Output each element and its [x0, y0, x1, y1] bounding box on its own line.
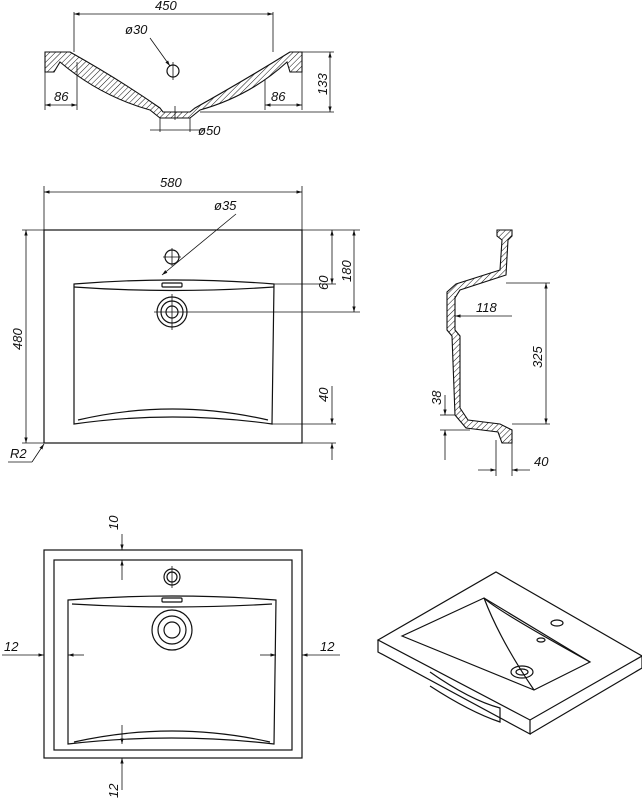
dim-450-label: 450 — [155, 0, 177, 13]
dim-480-label: 480 — [10, 328, 25, 350]
dim-133-label: 133 — [315, 73, 330, 95]
dim-180-label: 180 — [339, 260, 354, 282]
dim-38-label: 38 — [429, 390, 444, 405]
bottom-drain — [151, 609, 193, 651]
bottom-bowl — [67, 595, 277, 745]
dim-60-label: 60 — [316, 275, 331, 290]
dim-10-label: 10 — [106, 515, 121, 530]
front-section-view: 450 ø30 133 86 86 ø50 — [44, 0, 334, 138]
side-section-view: 118 325 38 40 — [429, 229, 550, 476]
dim-86-left-label: 86 — [54, 89, 69, 104]
bottom-inner-border — [53, 559, 293, 751]
dim-12-bottom-label: 12 — [106, 783, 121, 798]
dim-drain-label: ø50 — [198, 123, 221, 138]
bottom-plan-view: 10 12 12 12 — [2, 515, 340, 798]
bottom-outer-slab — [43, 549, 303, 759]
dim-40-label: 40 — [316, 387, 331, 402]
dim-hole-plan-label: ø35 — [214, 198, 237, 213]
basin-section — [44, 51, 303, 119]
dim-12-left-label: 12 — [4, 639, 19, 654]
plan-view: 580 ø35 480 180 60 — [8, 175, 360, 463]
dim-radius-label: R2 — [10, 446, 27, 461]
side-section-shape — [446, 229, 513, 444]
isometric-view — [376, 571, 642, 736]
dim-side-40-label: 40 — [534, 454, 549, 469]
dim-118-label: 118 — [476, 300, 497, 315]
dim-580-label: 580 — [160, 175, 182, 190]
dim-86-right-label: 86 — [271, 89, 286, 104]
dim-12-right-label: 12 — [320, 639, 335, 654]
dim-325-label: 325 — [530, 346, 545, 368]
dim-hole-top-label: ø30 — [125, 22, 148, 37]
iso-tap-hole — [550, 619, 564, 627]
iso-drain — [510, 665, 534, 679]
plan-outer-slab — [43, 229, 303, 444]
